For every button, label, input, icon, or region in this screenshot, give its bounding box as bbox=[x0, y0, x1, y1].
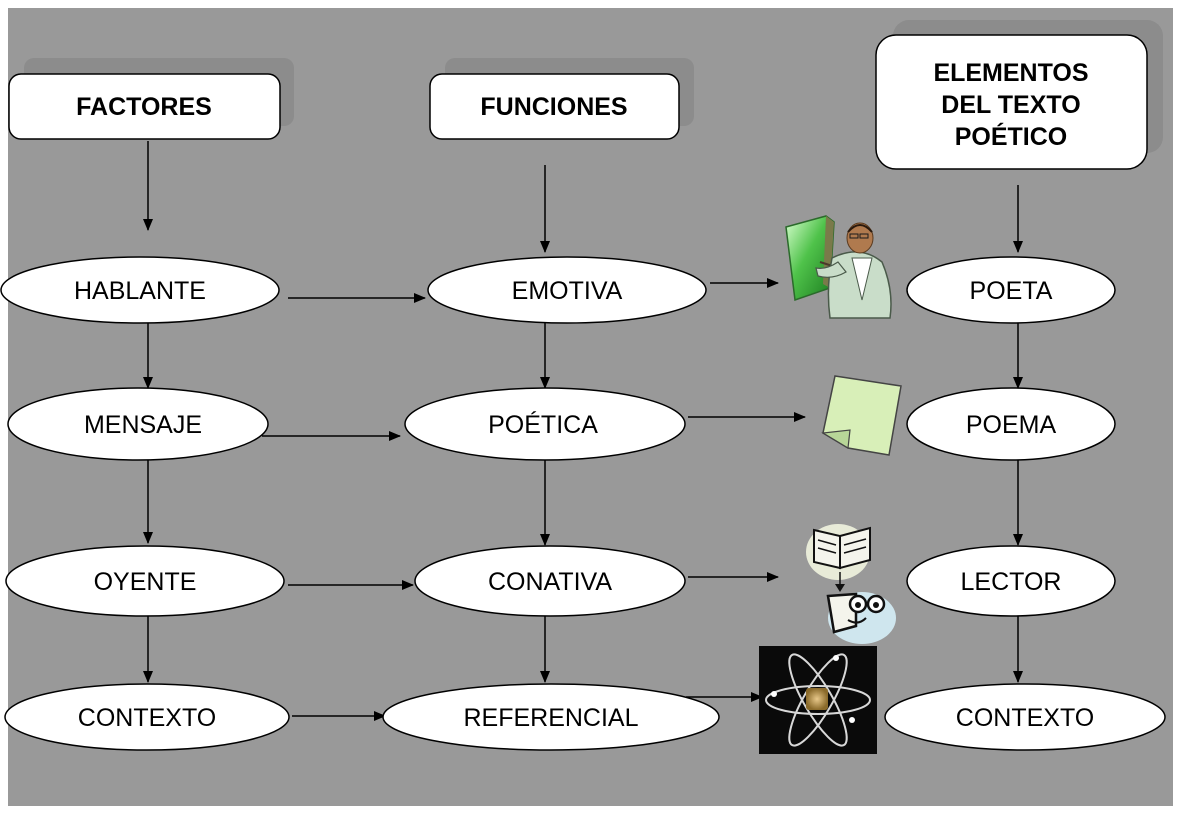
node-ellipse bbox=[427, 256, 707, 324]
header-elementos: ELEMENTOS DEL TEXTO POÉTICO bbox=[875, 20, 1163, 170]
node-contexto-factor: CONTEXTO bbox=[4, 683, 290, 751]
header-line-2: DEL TEXTO bbox=[941, 91, 1080, 119]
node-ellipse bbox=[382, 683, 720, 751]
node-ellipse bbox=[884, 683, 1166, 751]
node-ellipse bbox=[0, 256, 280, 324]
node-label: MENSAJE bbox=[84, 411, 202, 439]
node-emotiva: EMOTIVA bbox=[427, 256, 707, 324]
header-line-1: ELEMENTOS bbox=[933, 59, 1088, 87]
node-label: POÉTICA bbox=[488, 410, 598, 439]
node-label: CONTEXTO bbox=[78, 704, 216, 732]
header-factores: FACTORES bbox=[8, 58, 294, 140]
node-poema: POEMA bbox=[906, 387, 1116, 461]
header-box bbox=[875, 34, 1148, 170]
header-box bbox=[429, 73, 680, 140]
node-label: CONTEXTO bbox=[956, 704, 1094, 732]
node-lector: LECTOR bbox=[906, 545, 1116, 617]
header-box bbox=[8, 73, 281, 140]
node-oyente: OYENTE bbox=[5, 545, 285, 617]
vertical-arrows bbox=[143, 141, 1023, 683]
node-ellipse bbox=[906, 256, 1116, 324]
node-mensaje: MENSAJE bbox=[7, 387, 269, 461]
reader-book-icon bbox=[806, 524, 896, 644]
node-ellipse bbox=[5, 545, 285, 617]
node-ellipse bbox=[4, 683, 290, 751]
header-funciones: FUNCIONES bbox=[429, 58, 694, 140]
node-label: POETA bbox=[970, 277, 1053, 305]
node-ellipse bbox=[404, 387, 686, 461]
node-poeta: POETA bbox=[906, 256, 1116, 324]
node-ellipse bbox=[7, 387, 269, 461]
atom-icon bbox=[759, 646, 877, 754]
node-label: POEMA bbox=[966, 411, 1057, 439]
header-line-3: POÉTICO bbox=[955, 122, 1068, 151]
header-label: FACTORES bbox=[76, 93, 212, 121]
blank-page-icon bbox=[821, 375, 902, 456]
node-poetica: POÉTICA bbox=[404, 387, 686, 461]
node-referencial: REFERENCIAL bbox=[382, 683, 720, 751]
node-label: OYENTE bbox=[94, 568, 197, 596]
node-conativa: CONATIVA bbox=[414, 545, 686, 617]
header-label: FUNCIONES bbox=[480, 93, 627, 121]
node-label: HABLANTE bbox=[74, 277, 206, 305]
node-hablante: HABLANTE bbox=[0, 256, 280, 324]
node-label: REFERENCIAL bbox=[463, 704, 638, 732]
node-ellipse bbox=[906, 387, 1116, 461]
node-ellipse bbox=[906, 545, 1116, 617]
node-label: CONATIVA bbox=[488, 568, 612, 596]
horizontal-arrows bbox=[262, 278, 806, 721]
node-label: LECTOR bbox=[961, 568, 1062, 596]
teacher-presenting-icon bbox=[785, 215, 892, 319]
node-contexto-elemento: CONTEXTO bbox=[884, 683, 1166, 751]
node-ellipse bbox=[414, 545, 686, 617]
node-label: EMOTIVA bbox=[512, 277, 623, 305]
